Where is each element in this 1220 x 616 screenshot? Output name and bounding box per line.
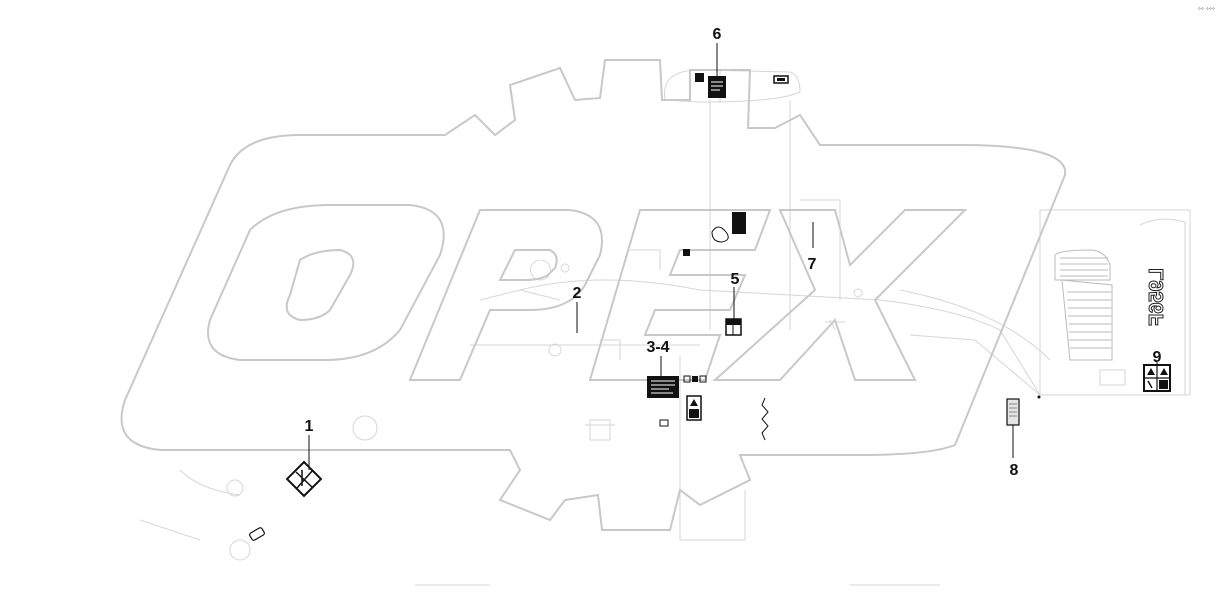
hinge-spring xyxy=(761,397,769,441)
decal-8 xyxy=(1006,395,1041,426)
callout-leaders xyxy=(308,43,1158,470)
callout-7: 7 xyxy=(808,256,817,273)
decal-1 xyxy=(285,460,323,498)
corner-mark: °° °°° xyxy=(1198,7,1215,14)
decal-engine-area xyxy=(659,212,746,427)
callout-6: 6 xyxy=(713,26,722,43)
callout-5: 5 xyxy=(731,271,740,288)
callout-2: 2 xyxy=(573,285,582,302)
callout-8: 8 xyxy=(1010,462,1019,479)
decal-6 xyxy=(695,73,789,98)
decal-small-tag xyxy=(249,527,265,541)
decal-9 xyxy=(1143,364,1171,392)
callout-labels: 1 2 3-4 5 6 7 8 9 xyxy=(305,26,1162,479)
model-badge-text: L956F xyxy=(1146,268,1168,326)
callout-1: 1 xyxy=(305,418,314,435)
machine-outline xyxy=(139,69,1191,586)
radiator-grille xyxy=(1054,249,1113,361)
watermark-opex-letters xyxy=(207,204,968,381)
decal-5 xyxy=(725,318,742,336)
callout-3-4: 3-4 xyxy=(646,339,669,356)
decal-3-4 xyxy=(647,375,707,421)
watermark-gear-outline xyxy=(120,59,1067,531)
callout-9: 9 xyxy=(1153,349,1162,366)
